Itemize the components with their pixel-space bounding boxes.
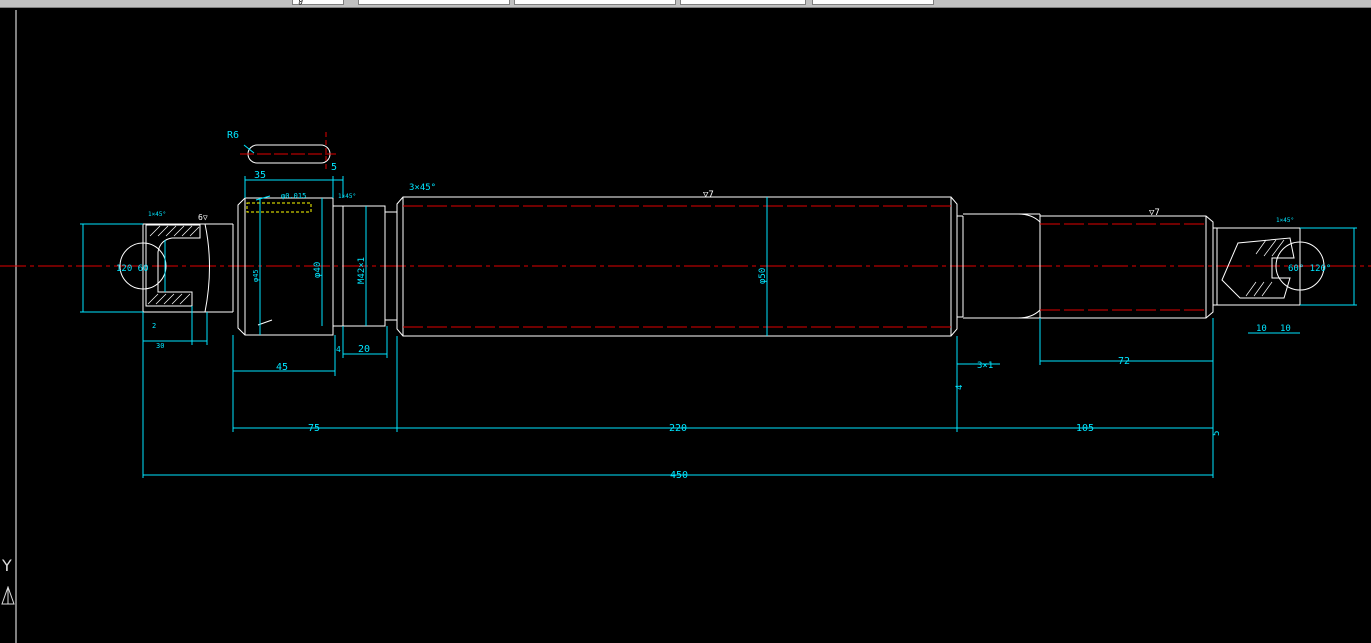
label-450: 450	[670, 470, 688, 481]
label-surface-7-main: ▽7	[703, 190, 714, 200]
label-2: 2	[152, 322, 156, 330]
label-4: 4	[336, 345, 341, 354]
right-end-section	[1221, 237, 1325, 299]
label-surface-6: 6▽	[198, 213, 208, 222]
label-20: 20	[358, 344, 370, 355]
shaft-outline	[142, 196, 1301, 337]
label-chamfer-left: 1×45°	[148, 211, 166, 218]
dimension-lines	[80, 176, 1357, 478]
label-left-angles: 120 60	[116, 264, 149, 274]
label-30: 30	[156, 342, 164, 350]
left-end-section	[119, 224, 201, 307]
label-220: 220	[669, 423, 687, 434]
thread-lines	[403, 205, 1206, 328]
label-105: 105	[1076, 423, 1094, 434]
toolbar: ℊ	[0, 0, 1371, 8]
label-75: 75	[308, 423, 320, 434]
keyway-detail	[240, 132, 336, 326]
label-10-a: 10	[1256, 324, 1267, 334]
label-5: 5	[331, 162, 337, 173]
lineweight-dropdown[interactable]	[514, 0, 676, 5]
linetype-dropdown[interactable]	[358, 0, 510, 5]
label-10-b: 10	[1280, 324, 1291, 334]
label-m42: M42×1	[357, 257, 367, 284]
label-surface-7-right: ▽7	[1149, 208, 1160, 218]
label-chamfer-right: 1×45°	[1276, 217, 1294, 224]
layer-dropdown[interactable]: ℊ	[292, 0, 344, 5]
label-45: 45	[276, 362, 288, 373]
label-72: 72	[1118, 356, 1130, 367]
label-chamfer-3x45: 3×45°	[409, 183, 436, 193]
label-3x1: 3×1	[977, 361, 993, 371]
drawing-canvas[interactable]: R6 35 5 3×45° 1×45° 1×45° 1×45° 6▽ ▽7 ▽7…	[0, 8, 1371, 643]
label-dia50: φ50	[758, 268, 768, 284]
label-tol-5: 5	[1212, 431, 1222, 436]
plotstyle-dropdown[interactable]	[812, 0, 934, 5]
label-dia45: φ45	[252, 269, 260, 282]
label-chamfer-mid: 1×45°	[338, 193, 356, 200]
label-tolerance: φ0.015	[281, 192, 306, 200]
ucs-icon	[1, 586, 15, 605]
label-35: 35	[254, 170, 266, 181]
ucs-y-label: Y	[2, 556, 12, 575]
color-dropdown[interactable]	[680, 0, 806, 5]
label-dia40: φ40	[313, 262, 323, 278]
label-r6: R6	[227, 130, 239, 141]
label-right-angles: 60° 120°	[1288, 264, 1331, 274]
label-tol-4: 4	[955, 385, 965, 390]
